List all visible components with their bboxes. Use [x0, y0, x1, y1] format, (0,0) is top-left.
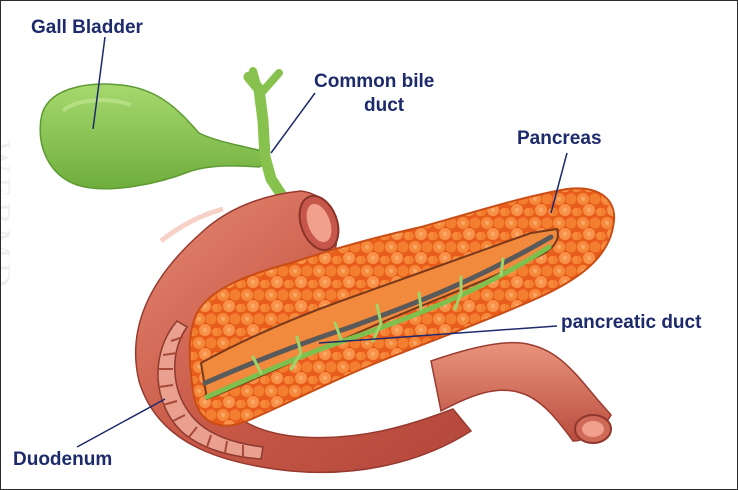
duodenum-label: Duodenum: [13, 449, 112, 471]
gall-bladder-organ: [40, 84, 265, 189]
common-bile-duct-label-line2: duct: [364, 95, 404, 117]
common-bile-duct-organ: [249, 71, 283, 197]
pancreas-label: Pancreas: [517, 128, 602, 150]
common-bile-duct-leader: [271, 93, 315, 153]
duodenum-leader: [77, 399, 165, 447]
pancreatic-duct-label: pancreatic duct: [561, 312, 701, 334]
common-bile-duct-label-line1: Common bile: [314, 71, 434, 93]
gall-bladder-label: Gall Bladder: [31, 17, 143, 39]
